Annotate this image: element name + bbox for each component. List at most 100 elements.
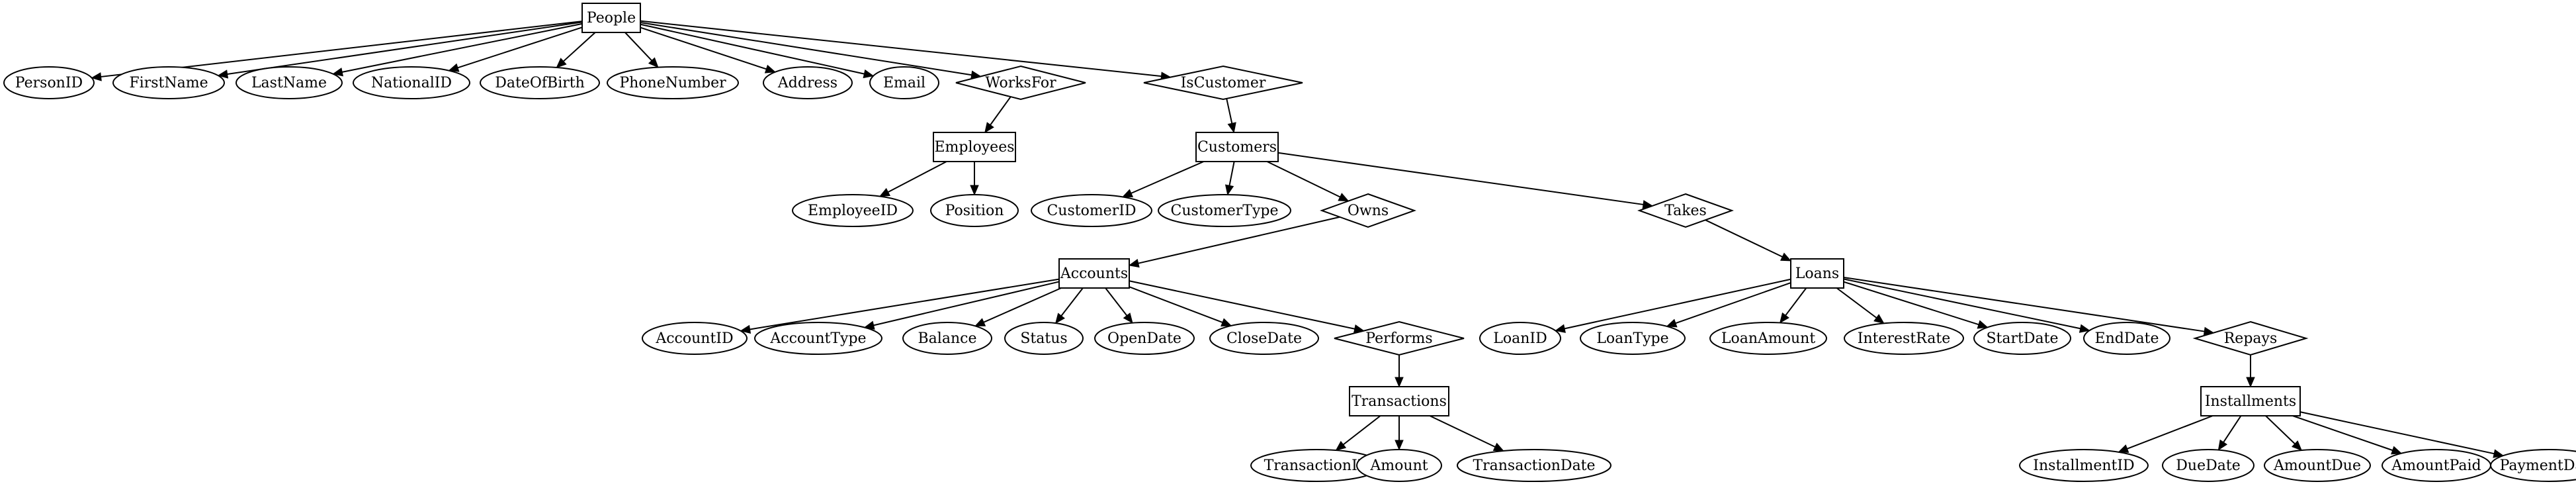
entity-box [2200, 386, 2301, 416]
entity-accounts: Accounts [1058, 258, 1130, 289]
relationship-diamond [955, 65, 1086, 101]
node-label: CloseDate [1226, 330, 1302, 347]
relationship-diamond [1637, 193, 1734, 228]
attribute-loan-amount: LoanAmount [1709, 322, 1827, 355]
attribute-interest-rate: InterestRate [1844, 322, 1964, 355]
attribute-national-id: NationalID [353, 66, 470, 99]
attribute-ellipse [480, 66, 600, 99]
edge-accounts-to-balance [974, 287, 1062, 326]
arrowhead-icon [1492, 442, 1504, 452]
node-label: Takes [1664, 203, 1707, 219]
edge-line [1129, 286, 1223, 323]
node-label: Amount [1369, 458, 1428, 474]
arrowhead-icon [217, 70, 229, 79]
attribute-ellipse [112, 66, 225, 99]
edge-line [1429, 415, 1496, 448]
relationship-diamond [1143, 65, 1303, 101]
edge-customers-to-customer-id [1121, 161, 1204, 197]
edge-line [983, 287, 1062, 323]
attribute-ellipse [1209, 322, 1319, 355]
edge-line [1342, 415, 1381, 446]
edge-line [1226, 98, 1233, 124]
arrowhead-icon [1780, 252, 1792, 262]
node-label: PaymentDate [2500, 458, 2576, 474]
attribute-close-date: CloseDate [1209, 322, 1319, 355]
edge-line [1060, 287, 1084, 316]
attribute-ellipse [930, 194, 1019, 227]
attribute-ellipse [3, 66, 95, 99]
node-label: Position [945, 203, 1004, 219]
arrowhead-icon [1128, 259, 1140, 268]
attribute-ellipse [2264, 449, 2371, 482]
edge-line [640, 20, 1162, 77]
arrowhead-icon [448, 63, 460, 72]
node-label: Loans [1795, 266, 1839, 282]
attribute-end-date: EndDate [2083, 322, 2170, 355]
edge-line [640, 21, 972, 76]
attribute-transaction-date: TransactionDate [1457, 449, 1611, 482]
edge-line [1138, 216, 1340, 264]
attribute-ellipse [353, 66, 470, 99]
attribute-due-date: DueDate [2162, 449, 2254, 482]
arrowhead-icon [1395, 440, 1404, 451]
relationship-diamond [2192, 320, 2309, 356]
arrowhead-icon [1977, 320, 1989, 329]
node-label: LastName [251, 75, 327, 91]
attribute-account-id: AccountID [642, 322, 748, 355]
edge-line [1843, 278, 2081, 330]
edge-installments-to-amount-due [2265, 415, 2303, 451]
node-label: AmountDue [2273, 458, 2361, 474]
node-label: PhoneNumber [619, 75, 726, 91]
attribute-account-type: AccountType [754, 322, 882, 355]
arrowhead-icon [2246, 377, 2255, 388]
node-label: NationalID [371, 75, 452, 91]
edge-line [1105, 287, 1128, 316]
node-label: CustomerID [1047, 203, 1136, 219]
node-label: TransactionDate [1473, 458, 1595, 474]
edge-customers-to-customer-type [1224, 161, 1235, 196]
arrowhead-icon [984, 122, 994, 134]
attribute-ellipse [1580, 322, 1686, 355]
edge-line [888, 161, 947, 193]
edge-line [1277, 152, 1644, 205]
attribute-ellipse [792, 194, 914, 227]
edge-line [1131, 161, 1204, 194]
edge-employees-to-employee-id [879, 161, 947, 197]
attribute-ellipse [763, 66, 853, 99]
node-label: EndDate [2095, 330, 2159, 347]
edge-line [2223, 415, 2242, 443]
attribute-ellipse [2083, 322, 2170, 355]
edge-works-for-to-employees [984, 96, 1011, 134]
edge-line [227, 21, 583, 75]
arrowhead-icon [1666, 318, 1678, 328]
attribute-balance: Balance [902, 322, 992, 355]
attribute-payment-date: PaymentDate [2490, 449, 2576, 482]
arrowhead-icon [2292, 440, 2303, 451]
arrowhead-icon [1054, 313, 1065, 324]
entity-transactions: Transactions [1349, 386, 1449, 416]
arrowhead-icon [91, 72, 102, 81]
edge-people-to-phone-number [624, 32, 659, 68]
edge-loans-to-interest-rate [1836, 287, 1885, 324]
arrowhead-icon [2493, 449, 2505, 458]
arrowhead-icon [2391, 446, 2403, 455]
attribute-amount-paid: AmountPaid [2382, 449, 2491, 482]
node-label: TransactionID [1264, 458, 1369, 474]
arrowhead-icon [1555, 324, 1566, 333]
edge-line [2292, 415, 2393, 452]
arrowhead-icon [1227, 122, 1236, 134]
arrowhead-icon [1335, 440, 1347, 451]
edge-people-to-address [640, 26, 776, 73]
entity-installments: Installments [2200, 386, 2301, 416]
attribute-ellipse [642, 322, 748, 355]
node-label: InterestRate [1858, 330, 1950, 347]
edge-installments-to-amount-paid [2292, 415, 2403, 455]
arrowhead-icon [1121, 189, 1134, 197]
attribute-loan-id: LoanID [1479, 322, 1561, 355]
arrowhead-icon [740, 324, 751, 334]
attribute-ellipse [1844, 322, 1964, 355]
edge-people-to-national-id [448, 26, 583, 72]
edge-employees-to-position [970, 162, 979, 196]
attribute-amount: Amount [1356, 449, 1442, 482]
